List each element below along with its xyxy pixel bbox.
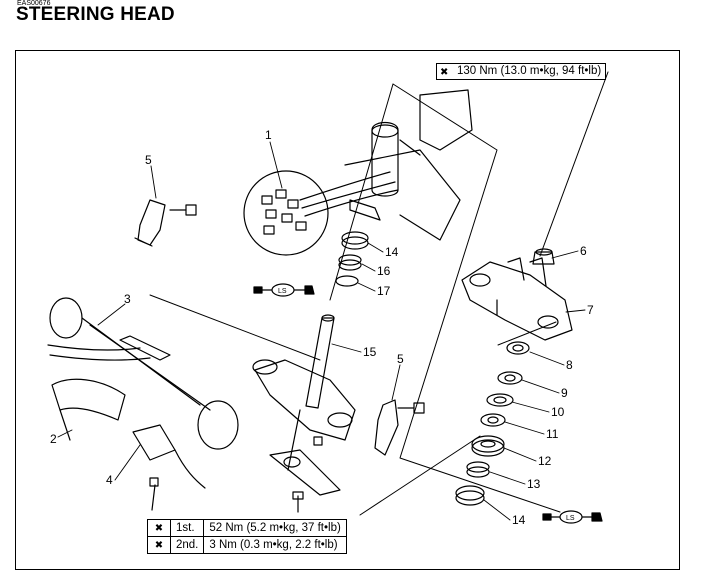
- item-8-washer: [506, 341, 530, 355]
- frame-head-pipe: [344, 89, 473, 241]
- torque-value: 52 Nm (5.2 m•kg, 37 ft•lb): [203, 519, 347, 537]
- item-12-ring-nut: [471, 435, 505, 457]
- callout-17: 17: [377, 284, 391, 298]
- grease-symbol-upper: LS: [253, 283, 315, 297]
- torque-row-2nd: ✖ 2nd. 3 Nm (0.3 m•kg, 2.2 ft•lb): [147, 536, 347, 554]
- callout-10: 10: [551, 405, 565, 419]
- torque-value: 3 Nm (0.3 m•kg, 2.2 ft•lb): [203, 536, 347, 554]
- callout-5-center: 5: [397, 352, 404, 366]
- item-17-dust-seal: [335, 275, 359, 287]
- item-14-lower-bearing: [455, 485, 485, 506]
- callout-14-upper: 14: [385, 245, 399, 259]
- callout-1: 1: [265, 128, 272, 142]
- callout-13: 13: [527, 477, 541, 491]
- item-1-wire-connectors: [243, 170, 399, 256]
- diagram-frame: [15, 50, 680, 570]
- section-code: EAS00676: [17, 0, 51, 7]
- item-16-bearing: [338, 254, 362, 271]
- wrench-icon: ✖: [147, 519, 171, 537]
- torque-spec-table: ✖ 1st. 52 Nm (5.2 m•kg, 37 ft•lb) ✖ 2nd.…: [147, 519, 347, 554]
- item-11-rubber-washer: [480, 413, 506, 427]
- item-13-bearing-cover: [466, 461, 490, 478]
- callout-11: 11: [546, 427, 559, 441]
- callout-labels: 1 2 3 4 5 5 6 7 8 9 10 11 12 13 14 14 15…: [50, 128, 594, 527]
- wrench-icon: ✖: [440, 67, 449, 78]
- item-15-steering-stem: [252, 314, 356, 513]
- callout-5-left: 5: [145, 153, 152, 167]
- callout-16: 16: [377, 264, 391, 278]
- callout-9: 9: [561, 386, 568, 400]
- item-9-lock-washer: [497, 371, 523, 385]
- callout-3: 3: [124, 292, 131, 306]
- callout-7: 7: [587, 303, 594, 317]
- grease-symbol-lower: LS: [542, 510, 603, 524]
- callout-15: 15: [363, 345, 377, 359]
- item-6-nut: [532, 248, 555, 265]
- grease-label-upper: LS: [278, 288, 287, 295]
- wrench-icon: ✖: [147, 536, 171, 554]
- grease-label-lower: LS: [566, 515, 575, 522]
- callout-2: 2: [50, 432, 57, 446]
- page-title: STEERING HEAD: [16, 4, 175, 25]
- item-10-ring-nut: [486, 393, 514, 407]
- torque-row-1st: ✖ 1st. 52 Nm (5.2 m•kg, 37 ft•lb): [147, 519, 347, 537]
- callout-leaders: [57, 141, 586, 521]
- torque-spec-upper: ✖ 130 Nm (13.0 m•kg, 94 ft•lb): [436, 63, 607, 80]
- item-2-cover: [51, 378, 126, 441]
- callout-6: 6: [580, 244, 587, 258]
- callout-8: 8: [566, 358, 573, 372]
- item-4-bracket: [132, 424, 206, 511]
- callout-12: 12: [538, 454, 552, 468]
- item-3-headlight-stay: [47, 297, 239, 450]
- item-5-bracket-center: [374, 399, 425, 456]
- torque-spec-upper-value: 130 Nm (13.0 m•kg, 94 ft•lb): [457, 65, 602, 77]
- item-5-bracket-left: [134, 199, 197, 247]
- torque-step: 1st.: [169, 519, 205, 537]
- torque-step: 2nd.: [169, 536, 205, 554]
- callout-4: 4: [106, 473, 113, 487]
- sight-lines: [149, 71, 609, 516]
- item-7-upper-bracket: [461, 257, 573, 341]
- callout-14-lower: 14: [512, 513, 526, 527]
